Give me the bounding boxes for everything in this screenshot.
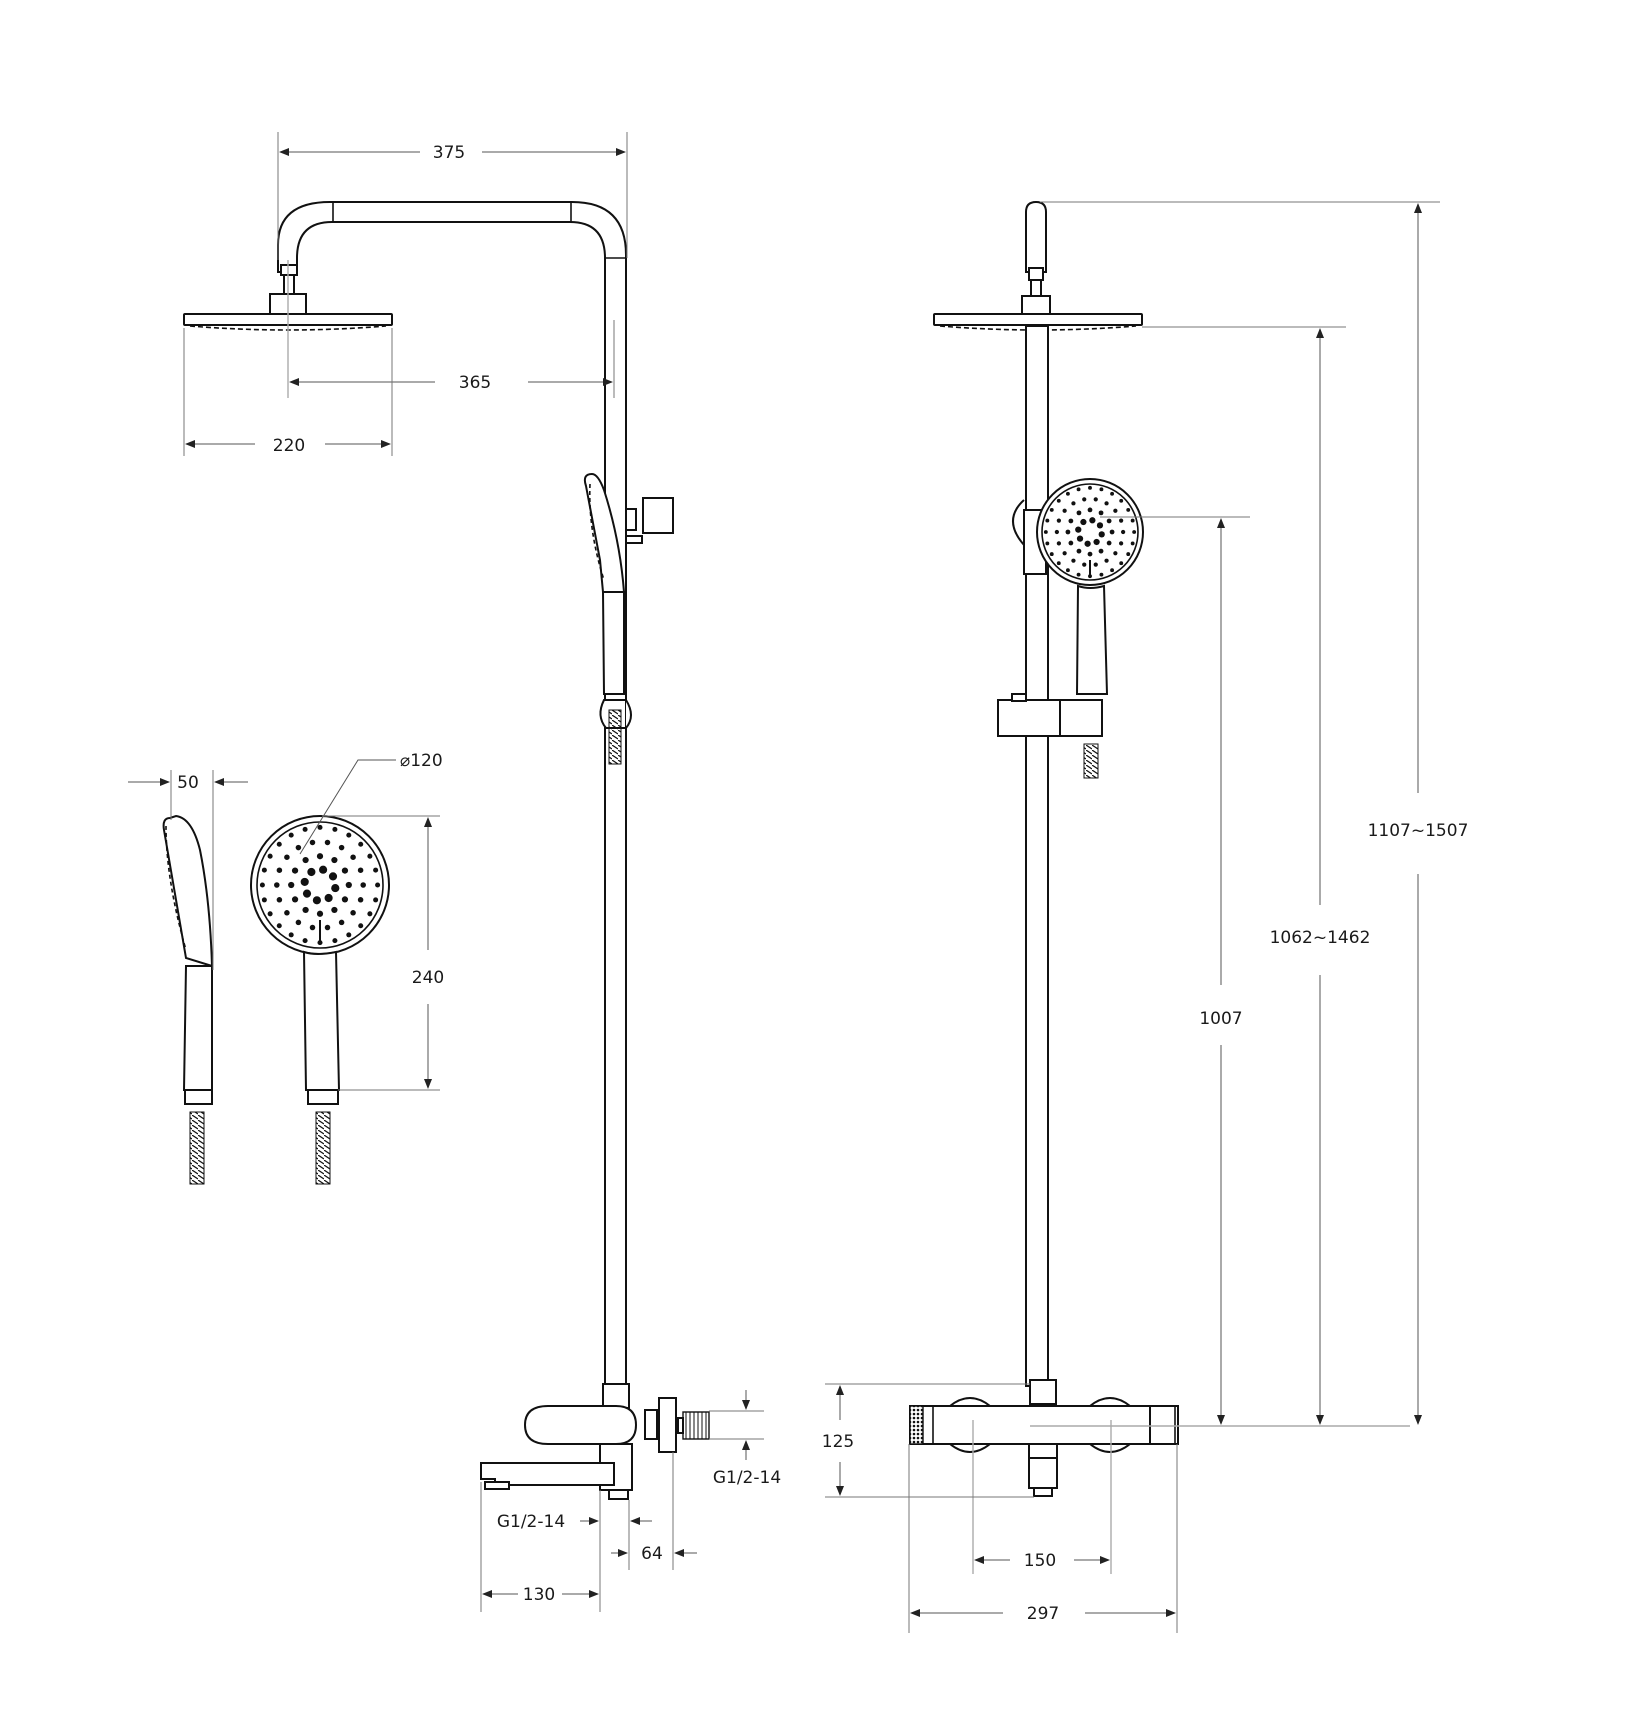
dim-125: 125 <box>822 1432 854 1452</box>
dim-375: 375 <box>433 143 465 163</box>
slider-bracket <box>997 699 1061 737</box>
rain-shower-head-front <box>933 313 1143 326</box>
dim-220: 220 <box>273 436 305 456</box>
thermostat-body <box>909 1405 1151 1445</box>
dim-150: 150 <box>1024 1551 1056 1571</box>
lever-handle <box>523 1405 638 1445</box>
front-view: 125 150 297 1007 1062~1462 1107~1507 <box>822 200 1469 1633</box>
dim-1107-1507: 1107~1507 <box>1368 821 1469 841</box>
dim-1062-1462: 1062~1462 <box>1270 928 1371 948</box>
dim-50: 50 <box>177 773 199 793</box>
hand-shower-detail: 50 ⌀120 240 <box>128 751 444 1185</box>
side-view: 375 365 220 <box>183 132 781 1612</box>
hand-shower-side <box>583 472 626 593</box>
dim-d120: ⌀120 <box>400 751 443 771</box>
dim-g12-bottom: G1/2-14 <box>497 1512 565 1532</box>
hand-shower-front <box>1036 478 1144 586</box>
dim-365: 365 <box>459 373 491 393</box>
nozzle-pattern <box>259 824 381 946</box>
dim-240: 240 <box>412 968 444 988</box>
dim-g12-right: G1/2-14 <box>713 1468 781 1488</box>
dim-297: 297 <box>1027 1604 1059 1624</box>
slide-rail <box>1025 325 1049 1387</box>
dim-1007: 1007 <box>1199 1009 1242 1029</box>
dim-130: 130 <box>523 1585 555 1605</box>
dim-64: 64 <box>641 1544 663 1564</box>
shower-arm <box>277 201 627 1396</box>
